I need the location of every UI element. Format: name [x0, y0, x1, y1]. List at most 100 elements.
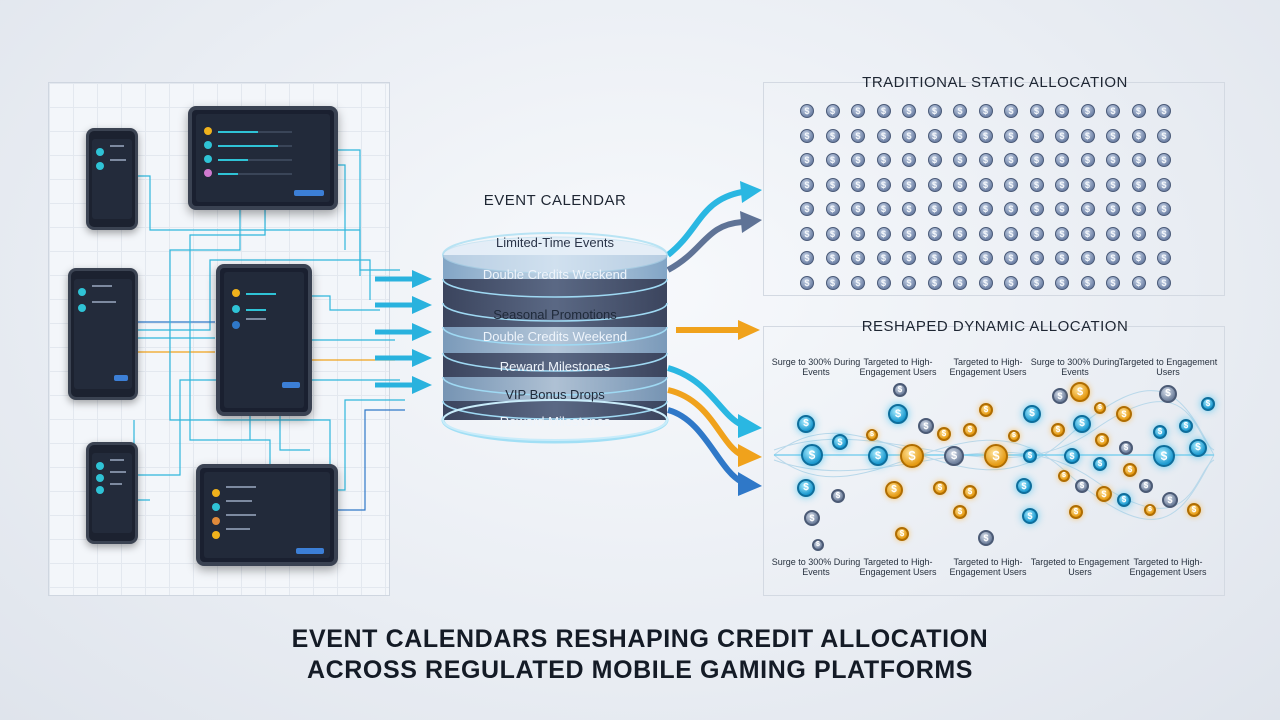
static-coin-icon: $ — [978, 153, 993, 167]
static-coin-icon: $ — [1029, 104, 1044, 118]
dynamic-coin-icon: $ — [1069, 505, 1083, 519]
static-coin-icon: $ — [1080, 251, 1095, 265]
dynamic-coin-icon: $ — [1023, 405, 1041, 423]
dynamic-coin-icon: $ — [1144, 504, 1156, 516]
calendar-layer: Double Credits Weekend — [483, 329, 627, 344]
calendar-layer: Reward Milestones — [500, 414, 611, 429]
static-coin-icon: $ — [800, 202, 814, 216]
dynamic-label: Surge to 300% During Events — [1030, 357, 1120, 377]
static-coin-icon: $ — [1106, 226, 1120, 241]
dynamic-coin-icon: $ — [1022, 508, 1038, 524]
static-coin-icon: $ — [800, 251, 814, 265]
dynamic-coin-icon: $ — [984, 444, 1008, 468]
static-coin-icon: $ — [825, 177, 840, 192]
dynamic-coin-icon: $ — [1023, 449, 1037, 463]
static-coin-icon: $ — [927, 226, 942, 241]
static-coin-icon: $ — [1106, 177, 1120, 192]
static-coin-icon: $ — [1106, 104, 1120, 118]
static-coin-icon: $ — [1055, 226, 1069, 241]
dynamic-coin-icon: $ — [963, 423, 977, 437]
static-coin-icon: $ — [1029, 202, 1044, 216]
static-coin-icon: $ — [978, 275, 993, 290]
dynamic-panel — [763, 326, 1225, 596]
static-coin-icon: $ — [953, 177, 967, 192]
dynamic-coin-icon: $ — [1094, 402, 1106, 414]
static-coin-icon: $ — [825, 251, 840, 265]
dynamic-coin-icon: $ — [804, 510, 820, 526]
static-coin-icon: $ — [1157, 226, 1171, 241]
static-coin-icon: $ — [1106, 202, 1120, 216]
static-coin-icon: $ — [876, 128, 891, 143]
dynamic-coin-icon: $ — [1116, 406, 1132, 422]
dynamic-label: Targeted to Engagement Users — [1118, 357, 1218, 377]
static-coin-icon: $ — [876, 104, 891, 118]
static-coin-icon: $ — [953, 104, 967, 118]
dynamic-coin-icon: $ — [963, 485, 977, 499]
static-coin-icon: $ — [1004, 177, 1018, 192]
dynamic-coin-icon: $ — [1073, 415, 1091, 433]
static-coin-icon: $ — [902, 202, 916, 216]
dynamic-coin-icon: $ — [1096, 486, 1112, 502]
dynamic-coin-icon: $ — [933, 481, 947, 495]
dynamic-coin-icon: $ — [885, 481, 903, 499]
dynamic-coin-icon: $ — [888, 404, 908, 424]
static-coin-icon: $ — [1131, 128, 1146, 143]
dynamic-coin-icon: $ — [1016, 478, 1032, 494]
static-coin-icon: $ — [927, 128, 942, 143]
static-coin-icon: $ — [1131, 153, 1146, 167]
static-coin-icon: $ — [1080, 104, 1095, 118]
static-coin-icon: $ — [902, 128, 916, 143]
static-coin-icon: $ — [902, 104, 916, 118]
dynamic-label: Targeted to High-Engagement Users — [949, 357, 1027, 377]
traditional-title: TRADITIONAL STATIC ALLOCATION — [862, 74, 1128, 91]
dynamic-title: RESHAPED DYNAMIC ALLOCATION — [861, 318, 1129, 335]
static-coin-icon: $ — [800, 153, 814, 167]
static-coin-icon: $ — [1004, 128, 1018, 143]
static-coin-icon: $ — [978, 202, 993, 216]
static-coin-icon: $ — [1131, 226, 1146, 241]
dynamic-coin-icon: $ — [812, 539, 824, 551]
dynamic-flow-lines — [773, 390, 1215, 520]
dynamic-coin-icon: $ — [1008, 430, 1020, 442]
dynamic-coin-icon: $ — [1117, 493, 1131, 507]
dynamic-coin-icon: $ — [1095, 433, 1109, 447]
static-coin-icon: $ — [927, 251, 942, 265]
dynamic-coin-icon: $ — [893, 383, 907, 397]
calendar-title: EVENT CALENDAR — [483, 192, 627, 209]
dynamic-coin-icon: $ — [900, 444, 924, 468]
static-coin-icon: $ — [851, 275, 865, 290]
event-calendar-cylinder: Limited-Time Events Double Credits Weeke… — [441, 232, 669, 444]
static-coin-icon: $ — [1106, 251, 1120, 265]
static-coin-icon: $ — [1029, 153, 1044, 167]
calendar-layer: Limited-Time Events — [496, 235, 614, 250]
dynamic-coin-icon: $ — [866, 429, 878, 441]
static-coin-icon: $ — [825, 128, 840, 143]
static-coin-icon: $ — [1055, 177, 1069, 192]
static-coin-icon: $ — [1131, 177, 1146, 192]
static-coin-icon: $ — [902, 275, 916, 290]
dynamic-coin-icon: $ — [1162, 492, 1178, 508]
dynamic-coin-icon: $ — [895, 527, 909, 541]
static-coin-icon: $ — [1157, 275, 1171, 290]
static-coin-icon: $ — [825, 275, 840, 290]
dynamic-coin-icon: $ — [1058, 470, 1070, 482]
dynamic-coin-icon: $ — [1051, 423, 1065, 437]
dynamic-coin-icon: $ — [1201, 397, 1215, 411]
dynamic-coin-icon: $ — [1187, 503, 1201, 517]
dynamic-coin-icon: $ — [1189, 439, 1207, 457]
dynamic-label: Targeted to High-Engagement Users — [1129, 557, 1207, 577]
dynamic-label: Targeted to High-Engagement Users — [859, 557, 937, 577]
dynamic-coin-icon: $ — [1070, 382, 1090, 402]
static-coin-icon: $ — [1004, 251, 1018, 265]
static-coin-icon: $ — [876, 226, 891, 241]
dynamic-coin-icon: $ — [797, 479, 815, 497]
static-coin-icon: $ — [1157, 251, 1171, 265]
dynamic-coin-icon: $ — [832, 434, 848, 450]
static-coin-icon: $ — [825, 202, 840, 216]
static-coin-icon: $ — [927, 177, 942, 192]
static-coin-icon: $ — [1029, 226, 1044, 241]
dynamic-coin-icon: $ — [801, 444, 823, 466]
static-coin-icon: $ — [851, 104, 865, 118]
dynamic-coin-icon: $ — [937, 427, 951, 441]
static-coin-icon: $ — [978, 226, 993, 241]
